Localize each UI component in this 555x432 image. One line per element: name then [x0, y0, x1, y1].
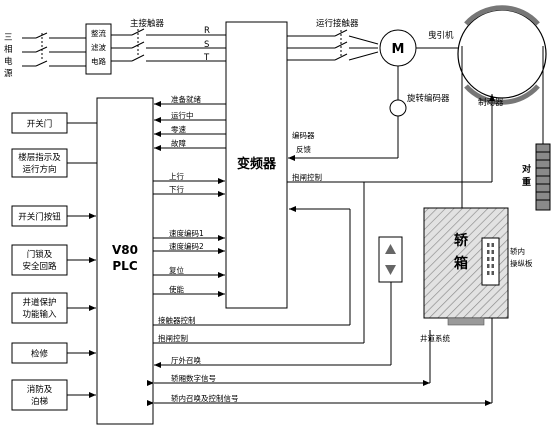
input-switches	[22, 32, 86, 67]
brake-label: 制动器	[478, 97, 504, 108]
car-panel-label-2: 操纵板	[510, 258, 533, 268]
input-floor-indicator-2: 运行方向	[22, 164, 56, 175]
left-input-boxes: 开关门 楼层指示及 运行方向 开关门按钮 门锁及 安全回路 井道保护 功能输入 …	[11, 112, 97, 411]
plc-label-2: PLC	[112, 259, 137, 273]
status-ready: 准备就绪	[171, 94, 201, 104]
phase-t: T	[203, 53, 210, 63]
plc-car-call-control: 轿内召唤及控制信号	[171, 393, 239, 403]
plc-label-1: V80	[112, 243, 138, 257]
status-fault: 故障	[171, 138, 186, 148]
inverter-right-signals: 编码器 反馈 抱闸控制	[287, 94, 495, 212]
main-contactor: 主接触器 R S T	[111, 18, 226, 63]
power-label-3: 电	[4, 56, 13, 67]
plc: V80 PLC	[96, 97, 154, 425]
plc-in-hall-call: 厅外召唤	[171, 355, 201, 365]
input-maintenance: 检修	[31, 349, 49, 360]
cmd-reset: 复位	[169, 265, 184, 275]
rotary-encoder-label: 旋转编码器	[407, 93, 450, 104]
counterweight: 对 重	[522, 143, 551, 211]
traction-label: 曳引机	[428, 30, 454, 41]
encoder-feedback-label-2: 反馈	[296, 144, 311, 154]
hall-call-button	[378, 236, 403, 283]
input-shaft-protection-1: 井道保护	[22, 297, 56, 308]
traction-machine: 曳引机	[428, 5, 547, 208]
car-label-2: 箱	[454, 255, 468, 272]
rectifier-label-2: 滤波	[91, 42, 106, 52]
plc-out-contactor-control: 接触器控制	[158, 315, 196, 325]
three-phase-power: 三 相 电 源	[4, 33, 13, 79]
input-door-lock-1: 门锁及	[27, 249, 53, 260]
input-door-open-close: 开关门	[27, 119, 53, 130]
elevator-car: 轿 箱 轿内 操纵板 井道系统	[420, 207, 533, 343]
plc-out-brake-control: 抱闸控制	[158, 333, 188, 343]
plc-car-digital-signal: 轿厢数字信号	[171, 373, 216, 383]
counterweight-label-2: 重	[522, 176, 531, 188]
rectifier-filter-circuit: 整流 滤波 电路	[85, 23, 112, 75]
power-label-2: 相	[4, 44, 13, 55]
status-zero-speed: 零速	[171, 125, 186, 134]
inverter-status-signals: 准备就绪 运行中 零速 故障	[154, 94, 226, 151]
main-contactor-label: 主接触器	[130, 18, 165, 29]
inverter-label: 变频器	[237, 156, 277, 172]
run-contactor: 运行接触器	[287, 18, 379, 61]
power-label-4: 源	[4, 69, 13, 79]
car-panel-label-1: 轿内	[510, 246, 525, 256]
cmd-down: 下行	[169, 184, 184, 194]
rotary-encoder: 旋转编码器	[288, 66, 450, 161]
shaft-system-label: 井道系统	[420, 333, 450, 343]
cmd-up: 上行	[169, 171, 184, 181]
brake: 制动器	[478, 97, 504, 108]
encoder-feedback-label-1: 编码器	[292, 130, 315, 140]
inverter: 变频器	[225, 21, 288, 309]
status-running: 运行中	[171, 110, 194, 120]
power-label-1: 三	[4, 33, 13, 43]
input-door-buttons: 开关门按钮	[18, 212, 61, 223]
cmd-speed-code-1: 速度编码1	[169, 228, 204, 238]
counterweight-label-1: 对	[522, 163, 531, 175]
cmd-enable: 使能	[169, 284, 184, 294]
brake-control-label: 抱闸控制	[292, 172, 322, 182]
plc-bottom-signals: 接触器控制 抱闸控制 厅外召唤 轿厢数字信号 轿内召唤及控制信号	[147, 182, 493, 406]
input-shaft-protection-2: 功能输入	[22, 309, 57, 320]
run-contactor-label: 运行接触器	[316, 18, 359, 29]
motor-symbol: M	[392, 42, 405, 57]
motor: M	[379, 29, 462, 67]
cmd-speed-code-2: 速度编码2	[169, 241, 204, 251]
car-label-1: 轿	[454, 232, 469, 249]
inverter-command-signals: 上行 下行 速度编码1 速度编码2 复位 使能	[153, 171, 225, 297]
input-fire-parking-2: 泊梯	[31, 396, 49, 407]
rectifier-label-3: 电路	[91, 56, 106, 66]
input-door-lock-2: 安全回路	[22, 261, 57, 272]
input-fire-parking-1: 消防及	[27, 384, 53, 395]
input-floor-indicator-1: 楼层指示及	[18, 152, 61, 163]
phase-s: S	[204, 40, 209, 50]
phase-r: R	[204, 26, 210, 36]
rectifier-label-1: 整流	[91, 28, 106, 38]
